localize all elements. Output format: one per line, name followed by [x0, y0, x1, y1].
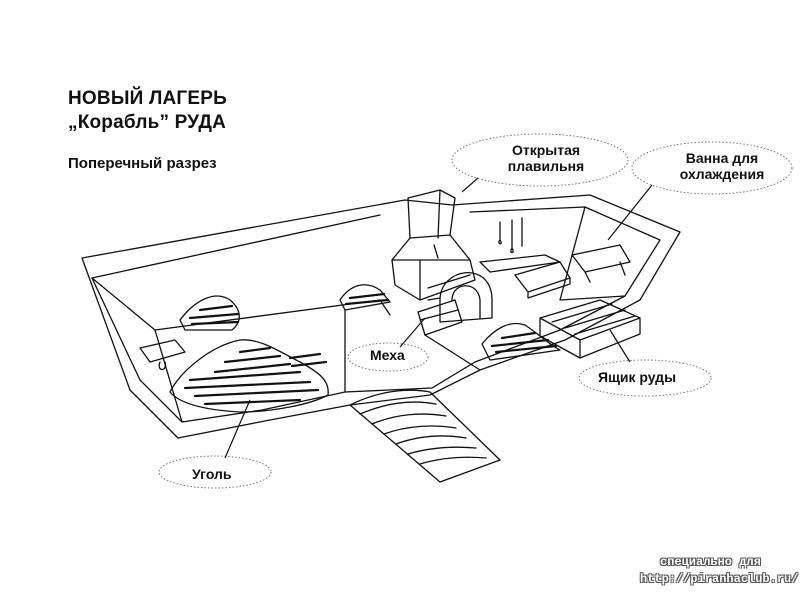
- bellows: [417, 299, 463, 336]
- rim-inner: [91, 206, 661, 423]
- wall-left: [91, 277, 183, 423]
- bubble-bath: [631, 141, 793, 195]
- hanging-tools: [498, 217, 523, 254]
- label-cooling-bath-line1: Ванна для: [685, 150, 759, 166]
- floor-edge: [344, 309, 481, 393]
- leader-coal: [224, 399, 251, 459]
- coal-heap-small: [179, 295, 240, 331]
- title-line1: НОВЫЙ ЛАГЕРЬ: [68, 88, 227, 109]
- bubble-orebox: [578, 359, 712, 397]
- label-open-smelter-line2: плавильня: [507, 158, 585, 174]
- label-cooling-bath: Ванна для охлаждения: [672, 150, 772, 182]
- leader-smelter: [461, 177, 479, 193]
- label-open-smelter: Открытая плавильня: [498, 142, 594, 174]
- furnace-dome: [439, 271, 493, 323]
- coal-heap-mid: [481, 322, 561, 361]
- wall-right: [559, 206, 626, 301]
- cart: [139, 339, 186, 371]
- bubble-smelter: [451, 133, 629, 187]
- shelf: [479, 254, 561, 273]
- wall-back: [154, 299, 391, 331]
- bubble-bellows: [347, 342, 429, 372]
- stairs: [349, 389, 501, 483]
- label-bellows: Меха: [370, 347, 405, 363]
- leader-bellows: [399, 317, 426, 348]
- label-open-smelter-line1: Открытая: [511, 142, 581, 158]
- leader-bath: [607, 184, 653, 241]
- bubble-coal: [158, 455, 272, 489]
- label-cooling-bath-line2: охлаждения: [679, 166, 765, 182]
- coal-heap-large: [169, 339, 329, 413]
- watermark-line1: специально для: [660, 555, 761, 569]
- subtitle: Поперечный разрез: [68, 155, 217, 172]
- chimney: [391, 189, 476, 301]
- coal-heap-back: [339, 284, 391, 311]
- leader-orebox: [609, 329, 631, 363]
- title-line2: „Корабль” РУДА: [68, 112, 227, 133]
- cooling-trough: [571, 244, 631, 283]
- watermark-line2: http://piranhaclub.ru/: [640, 572, 799, 586]
- label-ore-box: Ящик руды: [598, 369, 677, 385]
- ore-box: [539, 299, 641, 359]
- label-coal: Уголь: [192, 466, 232, 482]
- rim-outer: [81, 194, 681, 439]
- cooling-bath: [514, 261, 571, 299]
